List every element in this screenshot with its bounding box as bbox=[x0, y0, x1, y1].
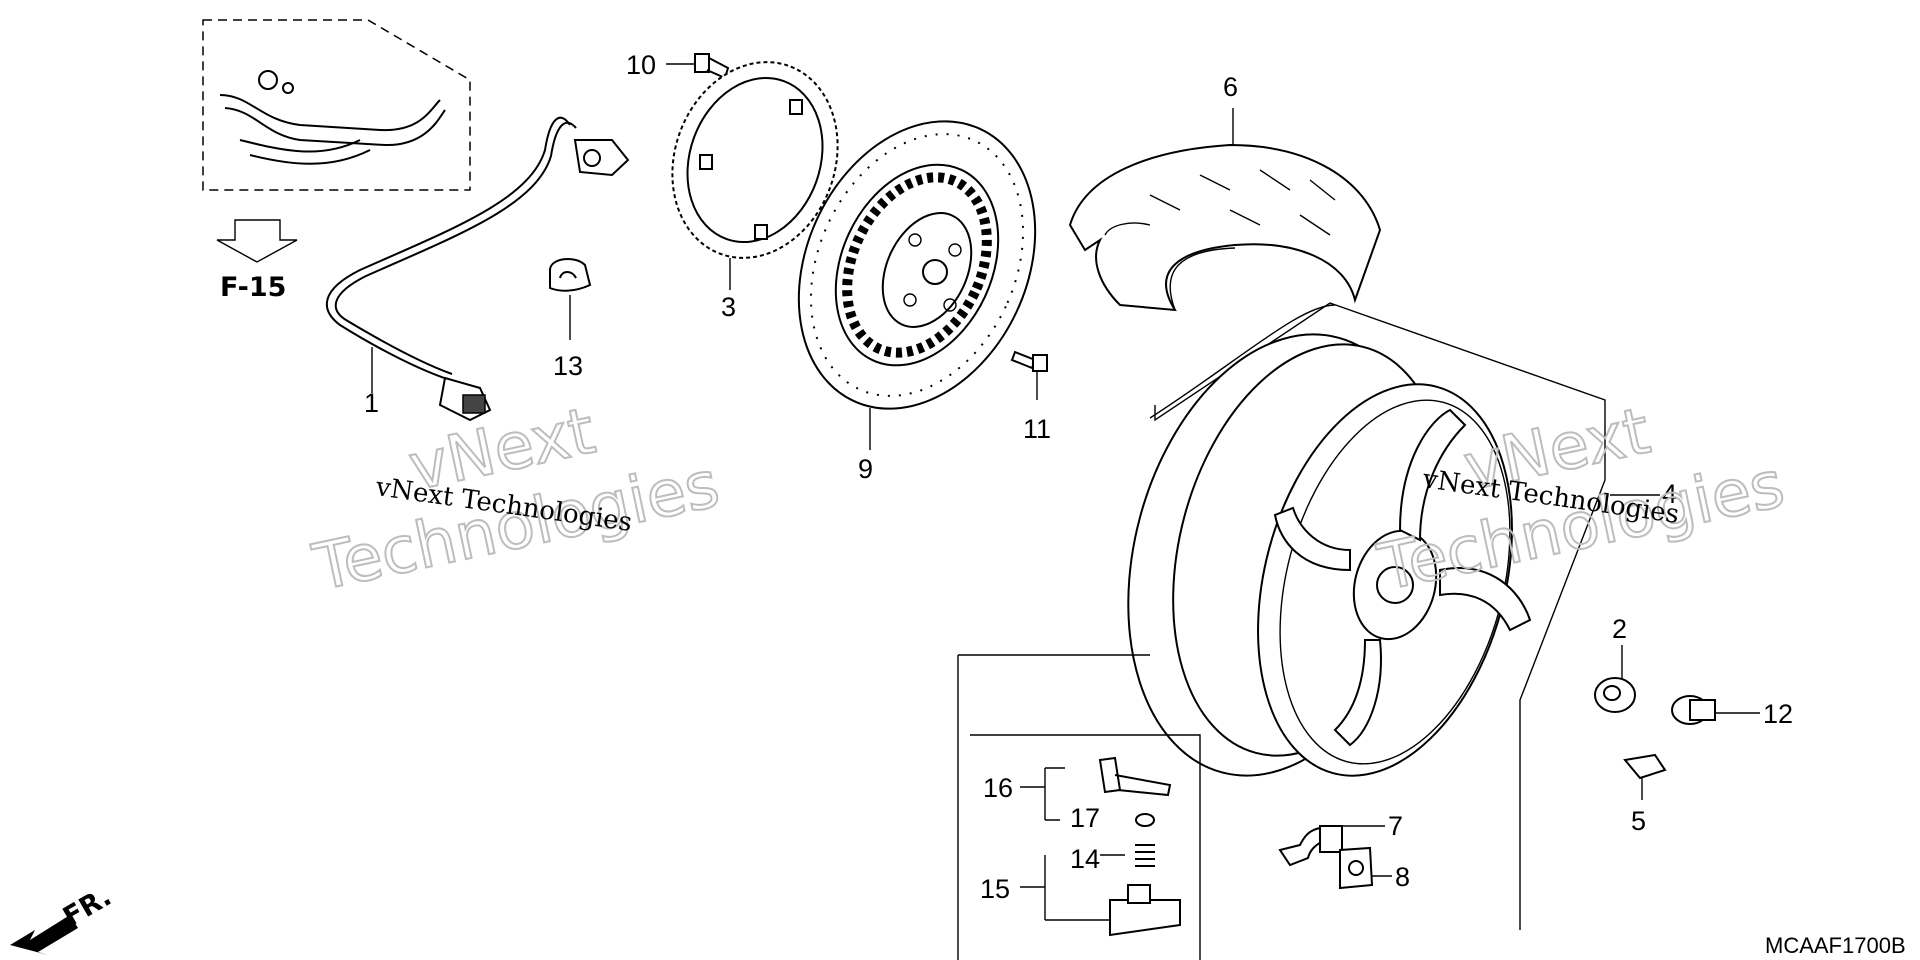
callout-7: 7 bbox=[1388, 811, 1403, 841]
part-6-tire bbox=[1068, 108, 1382, 312]
part-12-collar bbox=[1671, 695, 1760, 725]
part-3-pulser-ring bbox=[671, 61, 839, 290]
callout-13: 13 bbox=[553, 351, 583, 381]
part-7-valve-stem bbox=[1278, 825, 1385, 867]
callout-15: 15 bbox=[980, 874, 1010, 904]
section-reference: F-15 bbox=[216, 219, 298, 303]
part-5-seal bbox=[1623, 753, 1667, 800]
callout-6: 6 bbox=[1223, 72, 1238, 102]
section-reference-label: F-15 bbox=[220, 272, 286, 303]
watermark-left: vNext Technologies vNext Technologies bbox=[306, 393, 727, 606]
front-arrow-icon: FR. bbox=[10, 881, 117, 955]
callout-10: 10 bbox=[626, 50, 656, 80]
callout-3: 3 bbox=[721, 292, 736, 322]
part-4-wheel-rim bbox=[1127, 302, 1660, 930]
callout-17: 17 bbox=[1070, 803, 1100, 833]
part-2-bearing bbox=[1594, 645, 1636, 713]
drawing-code: MCAAF1700B bbox=[1765, 933, 1906, 958]
callout-4: 4 bbox=[1662, 479, 1677, 509]
callouts: 1 2 3 4 5 6 7 8 9 10 11 12 13 14 15 16 1… bbox=[364, 50, 1793, 904]
callout-11: 11 bbox=[1023, 414, 1051, 444]
callout-5: 5 bbox=[1631, 806, 1646, 836]
callout-9: 9 bbox=[858, 454, 873, 484]
callout-12: 12 bbox=[1763, 699, 1793, 729]
part-9-brake-disc bbox=[797, 120, 1037, 450]
part-8-valve-holder bbox=[1339, 846, 1392, 890]
part-1-speed-sensor bbox=[325, 116, 630, 422]
part-13-clamp bbox=[549, 258, 592, 340]
part-10-bolt bbox=[666, 53, 730, 80]
tpms-detail-box bbox=[957, 654, 1201, 960]
callout-8: 8 bbox=[1395, 862, 1410, 892]
part-11-bolt bbox=[1010, 350, 1048, 400]
callout-1: 1 bbox=[364, 388, 379, 418]
callout-2: 2 bbox=[1612, 614, 1627, 644]
hose-detail-inset bbox=[202, 19, 471, 191]
callout-14: 14 bbox=[1070, 844, 1100, 874]
callout-16: 16 bbox=[983, 773, 1013, 803]
